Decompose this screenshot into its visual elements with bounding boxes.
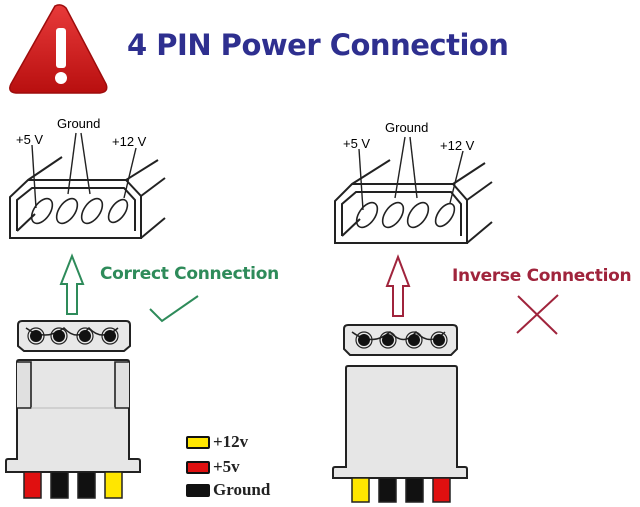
right-drive-socket xyxy=(334,136,493,244)
legend-swatch-red xyxy=(186,460,210,474)
right-wire-red xyxy=(432,477,451,503)
legend-swatch-yellow xyxy=(186,435,210,449)
legend-swatch-black xyxy=(186,483,210,497)
legend-item: +5v xyxy=(186,458,240,476)
left-wire-black-2 xyxy=(77,471,96,499)
left-molex-plug xyxy=(5,320,141,473)
left-up-arrow-icon xyxy=(59,253,85,315)
right-up-arrow-icon xyxy=(385,254,411,317)
cross-icon xyxy=(516,294,559,335)
left-wires xyxy=(23,471,123,499)
left-label-plus5v: +5 V xyxy=(16,132,43,147)
legend-label: Ground xyxy=(213,480,271,499)
right-wire-black-1 xyxy=(378,477,397,503)
right-label-ground: Ground xyxy=(385,120,428,135)
left-wire-yellow xyxy=(104,471,123,499)
inverse-connection-label: Inverse Connection xyxy=(452,266,632,286)
left-label-plus12v: +12 V xyxy=(112,134,147,149)
legend-label: +5v xyxy=(213,457,240,476)
warning-triangle-icon xyxy=(9,4,108,94)
left-wire-black-1 xyxy=(50,471,69,499)
correct-connection-label: Correct Connection xyxy=(100,264,279,284)
legend-label: +12v xyxy=(213,432,249,451)
legend-item: Ground xyxy=(186,481,270,499)
page-title: 4 PIN Power Connection xyxy=(127,28,509,62)
right-molex-plug xyxy=(332,324,468,479)
left-drive-socket xyxy=(9,132,166,239)
left-wire-red xyxy=(23,471,42,499)
legend-item: +12v xyxy=(186,433,248,451)
right-wire-yellow xyxy=(351,477,370,503)
right-label-plus5v: +5 V xyxy=(343,136,370,151)
checkmark-icon xyxy=(149,295,199,323)
left-label-ground: Ground xyxy=(57,116,100,131)
right-label-plus12v: +12 V xyxy=(440,138,475,153)
right-wires xyxy=(351,477,451,503)
right-wire-black-2 xyxy=(405,477,424,503)
